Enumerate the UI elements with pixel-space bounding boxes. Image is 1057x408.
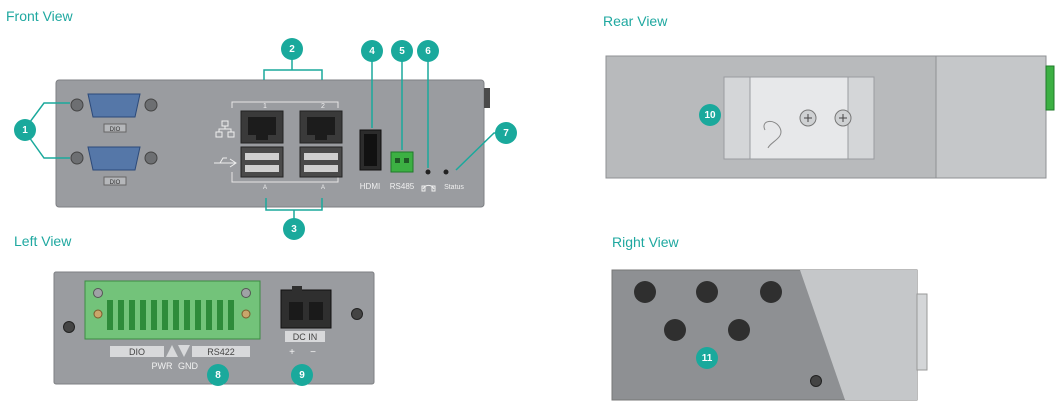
reset-pinhole (425, 169, 431, 175)
lan-port-2 (299, 110, 343, 144)
left-gnd-label: GND (178, 361, 199, 371)
lan1-number: 1 (263, 103, 267, 110)
callout-1: 1 (14, 119, 36, 141)
callout-3: 3 (283, 218, 305, 240)
rs485-label: RS485 (390, 182, 415, 191)
rubber-foot-1 (634, 281, 656, 303)
left-pwr-label: PWR (152, 361, 173, 371)
rubber-foot-3 (760, 281, 782, 303)
dio-terminal-block (84, 280, 261, 340)
usb-a-label: A (263, 185, 267, 191)
network-icon (215, 120, 235, 138)
left-plus-label: + (289, 347, 295, 358)
hdmi-port (359, 129, 382, 171)
right-view-title: Right View (612, 234, 679, 250)
rear-terminal (1045, 65, 1055, 111)
callout-7: 7 (495, 122, 517, 144)
front-view-title: Front View (6, 8, 73, 24)
callout-4: 4 (361, 40, 383, 62)
callout-9: 9 (291, 364, 313, 386)
rear-view-title: Rear View (603, 13, 668, 29)
callout-8: 8 (207, 364, 229, 386)
dio-label-strip (110, 346, 164, 357)
left-view-panel: DIO RS422 PWR GND DC IN + − (53, 271, 375, 385)
left-rs422-label: RS422 (207, 347, 235, 357)
rs422-label-strip (192, 346, 250, 357)
rubber-foot-2 (696, 281, 718, 303)
left-view-title: Left View (14, 233, 72, 249)
usb-b-label: A (321, 185, 325, 191)
hdmi-label: HDMI (360, 182, 380, 191)
callout-6: 6 (417, 40, 439, 62)
usb-port-2 (299, 146, 343, 178)
callout-2: 2 (281, 38, 303, 60)
lan-port-1 (240, 110, 284, 144)
dc-in-connector (280, 286, 332, 329)
dio-top-label: DIO (110, 127, 121, 133)
left-screw-right (351, 308, 363, 320)
db9-port-top (70, 93, 158, 133)
callout-5: 5 (391, 40, 413, 62)
usb-port-1 (240, 146, 284, 178)
usb-icon (214, 157, 237, 168)
rubber-foot-5 (728, 319, 750, 341)
left-dc-in-label: DC IN (293, 332, 318, 342)
db9-port-bottom (70, 146, 158, 186)
callout-10: 10 (699, 104, 721, 126)
right-view-panel (611, 269, 928, 401)
callout-11: 11 (696, 347, 718, 369)
rear-view-panel (605, 55, 1055, 179)
din-rail-clip (723, 76, 875, 160)
dio-bottom-label: DIO (110, 180, 121, 186)
right-screw (810, 375, 822, 387)
dc-in-label-strip (285, 331, 325, 342)
status-led (443, 169, 449, 175)
left-dio-label: DIO (129, 347, 145, 357)
rs485-terminal (390, 151, 414, 173)
front-view-panel: DIO DIO 1 2 A A (23, 48, 506, 228)
status-label: Status (444, 184, 464, 191)
left-screw (63, 321, 75, 333)
left-minus-label: − (310, 347, 316, 358)
rubber-foot-4 (664, 319, 686, 341)
lan2-number: 2 (321, 103, 325, 110)
headset-icon (421, 184, 436, 192)
